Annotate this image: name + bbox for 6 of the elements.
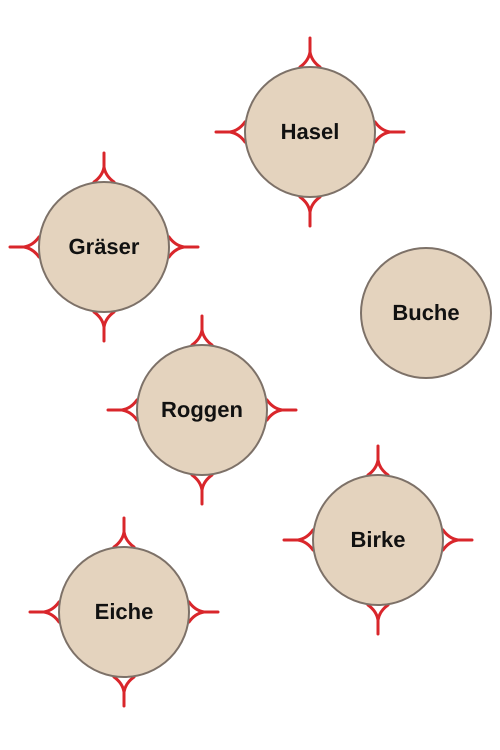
- circle-label: Gräser: [68, 234, 140, 260]
- circle-label: Hasel: [280, 119, 340, 145]
- circle-label: Birke: [350, 527, 406, 553]
- circle-label: Buche: [392, 300, 460, 326]
- circle-label: Eiche: [94, 599, 154, 625]
- circle-label: Roggen: [161, 397, 243, 423]
